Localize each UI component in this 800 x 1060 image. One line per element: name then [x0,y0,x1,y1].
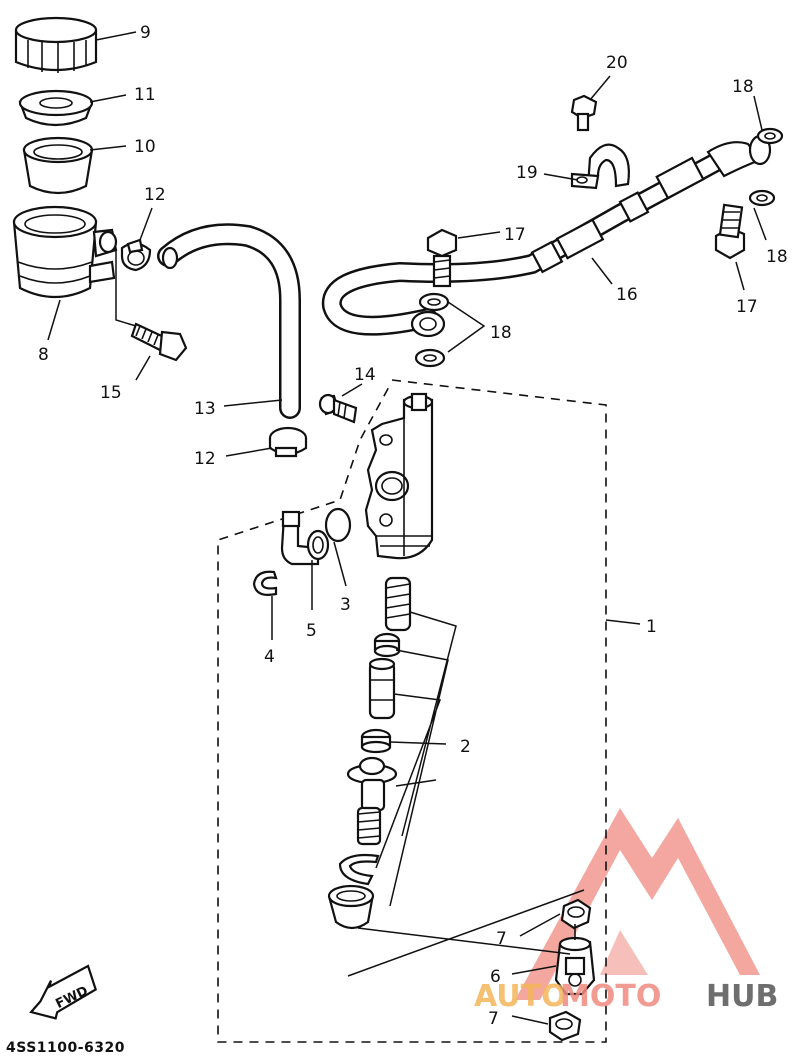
circlip-internal [338,853,380,886]
clevis-6 [554,924,596,996]
callout-5: 5 [306,621,317,641]
callout-18-right: 18 [766,247,788,267]
cup [360,728,392,754]
union-bolt-17-left [426,228,458,288]
hose-guide-19 [570,143,630,190]
bolt-14 [318,393,358,424]
callout-15: 15 [100,383,122,403]
callout-3: 3 [340,595,351,615]
callout-1: 1 [646,617,657,637]
boot [327,884,375,930]
spring [384,576,412,632]
reservoir-hose-13 [157,223,301,419]
piston [368,657,396,720]
fwd-arrow: FWD [29,964,98,1020]
nut-7-lower [548,1010,582,1042]
callout-17-right: 17 [736,297,758,317]
reservoir-cap-9 [14,16,98,73]
callout-7-upper: 7 [496,929,507,949]
callout-8: 8 [38,345,49,365]
push-rod [346,756,398,846]
master-cylinder-body [364,392,434,560]
diaphragm-plate-11 [18,89,94,127]
callout-20: 20 [606,53,628,73]
hose-clip-12-lower [268,426,308,458]
hose-joint-5 [280,510,330,566]
bolt-20 [570,94,598,132]
diagram-code: 4SS1100-6320 [6,1040,125,1056]
callout-10: 10 [134,137,156,157]
assembly-outline [217,379,607,1043]
watermark-auto: AUTO [474,979,567,1014]
brake-hose-16 [321,134,772,338]
spring-seat [373,632,401,658]
callout-9: 9 [140,23,151,43]
callout-14: 14 [354,365,376,385]
callout-17-left: 17 [504,225,526,245]
callout-6: 6 [490,967,501,987]
circlip-4 [252,570,278,596]
copper-washers-18 [414,127,784,368]
callout-2: 2 [460,737,471,757]
callout-7-lower: 7 [488,1009,499,1029]
callout-4: 4 [264,647,275,667]
diaphragm-10 [22,136,94,195]
callout-11: 11 [134,85,156,105]
hose-clip-12-top [120,238,152,272]
union-bolt-17-right [714,203,746,260]
callout-13: 13 [194,399,216,419]
callout-18-middle: 18 [490,323,512,343]
o-ring-3 [324,507,352,543]
watermark-logo [515,808,760,1000]
callout-12-top: 12 [144,185,166,205]
reservoir-8 [12,205,118,298]
callout-16: 16 [616,285,638,305]
watermark-text: AUTO MOTO HUB [474,979,778,1014]
callout-19: 19 [516,163,538,183]
watermark-hub: HUB [706,979,778,1014]
nut-7-upper [560,898,592,930]
callout-12-lower: 12 [194,449,216,469]
callout-18-top: 18 [732,77,754,97]
watermark-moto: MOTO [560,979,661,1014]
callout-labels: 9 11 10 12 8 15 13 12 14 20 18 19 17 18 … [38,23,788,1029]
leader-lines [47,31,767,1025]
reservoir-bolt-15 [130,322,188,362]
